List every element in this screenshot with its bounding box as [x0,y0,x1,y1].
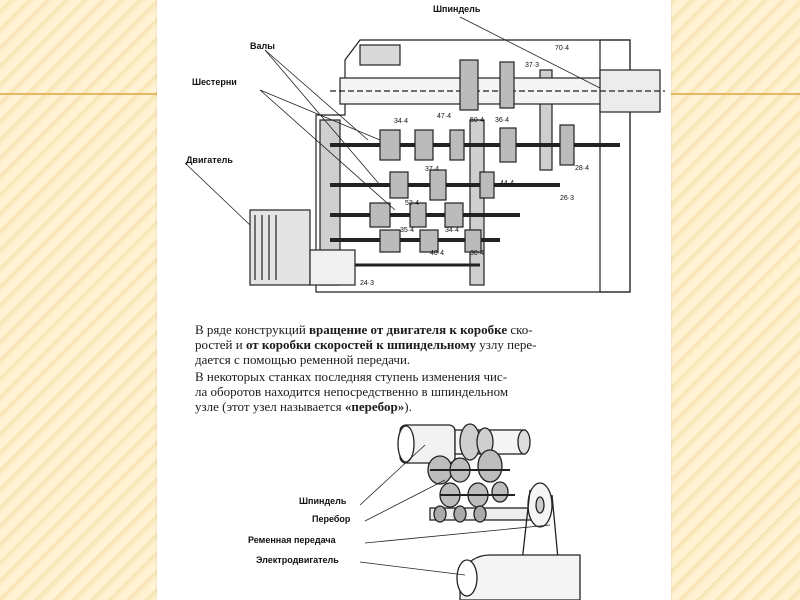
gear-mark: 34·4 [445,227,460,234]
text-run: ла оборотов находится непосредственно в … [195,384,509,399]
text-run: узле (этот узел называется [195,399,345,414]
gear-mark: 52·4 [405,200,420,207]
gear-mark: 37·3 [525,62,540,69]
paragraph-back-gear: В некоторых станках последняя ступень из… [195,369,655,414]
label-motor: Двигатель [186,155,233,165]
label-spindle-bottom: Шпиндель [299,496,347,506]
text-run: ростей и [195,337,246,352]
gear-mark: 40·4 [430,250,445,257]
text-run: узлу пере- [476,337,537,352]
gear-mark: 26·3 [560,195,575,202]
label-shafts: Валы [250,41,275,51]
paragraph-belt-drive: В ряде конструкций вращение от двигателя… [195,322,655,367]
label-gears: Шестерни [192,77,237,87]
text-run-bold: вращение от двигателя к коробке [309,322,508,337]
text-run: ). [404,399,412,414]
gear-mark: 34·4 [394,118,409,125]
text-run: дается с помощью ременной передачи. [195,352,411,367]
gear-mark: 50·4 [470,117,485,124]
gear-mark: 35·4 [400,227,415,234]
gear-mark: 36·4 [495,117,510,124]
gear-mark: 44·4 [500,180,515,187]
gear-mark: 47·4 [437,113,452,120]
text-run: В некоторых станках последняя ступень из… [195,369,508,384]
text-run: В ряде конструкций [195,322,310,337]
gear-mark: 30·4 [470,250,485,257]
label-spindle-top: Шпиндель [433,4,481,14]
gear-mark: 24·3 [360,280,375,287]
label-electric-motor: Электродвигатель [256,555,339,565]
gear-mark: 37·4 [425,166,440,173]
label-back-gear: Перебор [312,514,351,524]
text-run-bold: «перебор» [344,399,405,414]
gear-mark: 70·4 [555,45,570,52]
text-run-bold: от коробки скоростей к шпиндельному [245,337,476,352]
label-belt-drive: Ременная передача [248,535,336,545]
text-run: ско- [507,322,533,337]
gear-mark: 28·4 [575,165,590,172]
